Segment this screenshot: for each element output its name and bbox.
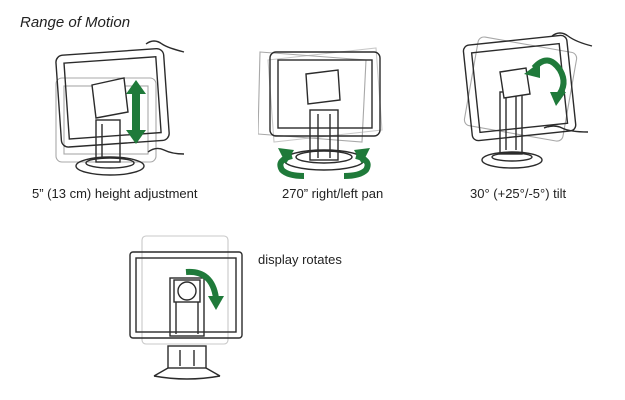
pan-illustration xyxy=(258,47,383,179)
tilt-caption: 30° (+25°/-5°) tilt xyxy=(470,186,567,201)
up-down-arrow-icon xyxy=(126,80,146,144)
pan-arrow-icon xyxy=(277,148,371,179)
pan-caption: 270” right/left pan xyxy=(282,186,384,201)
tilt-arrow-icon xyxy=(524,57,567,106)
height-adjustment-illustration xyxy=(55,40,185,176)
page-title: Range of Motion xyxy=(20,14,131,31)
height-caption: 5” (13 cm) height adjustment xyxy=(32,186,198,201)
rotate-arrow-icon xyxy=(185,268,224,310)
tilt-illustration xyxy=(462,32,593,169)
rotate-caption: display rotates xyxy=(258,252,342,267)
rotate-illustration xyxy=(129,235,243,380)
